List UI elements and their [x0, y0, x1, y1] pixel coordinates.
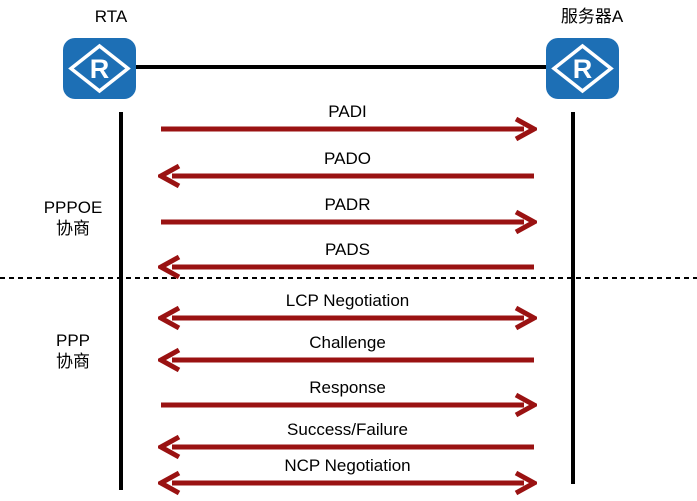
router-icon-rta: R [63, 38, 136, 99]
phase-label-pppoe: PPPOE 协商 [18, 197, 128, 239]
phase-label-line2: 协商 [56, 352, 90, 371]
arrowhead-right-icon [514, 470, 537, 496]
message-row: PADS [158, 239, 537, 280]
router-icon-server-a: R [546, 38, 619, 99]
message-label: LCP Negotiation [285, 291, 410, 310]
message-label: NCP Negotiation [284, 456, 411, 475]
router-icon-body [546, 38, 619, 99]
arrowhead-right-icon [514, 209, 537, 235]
router-icon-letter: R [573, 54, 593, 84]
message-label: PADS [324, 240, 371, 259]
message-row: Challenge [158, 332, 537, 373]
message-label: Success/Failure [287, 420, 408, 439]
lifeline-rta [119, 112, 123, 490]
message-label: PADI [328, 102, 367, 121]
message-row: Success/Failure [158, 419, 537, 460]
message-arrow [158, 434, 534, 460]
router-icon-diamond [551, 43, 614, 94]
message-label: PADO [324, 149, 371, 168]
arrowhead-left-icon [158, 254, 181, 280]
message-row: PADO [158, 148, 537, 189]
phase-label-line2: 协商 [56, 219, 90, 238]
message-row: NCP Negotiation [158, 455, 537, 496]
physical-link-line [136, 65, 546, 69]
arrowhead-left-icon [158, 163, 181, 189]
message-label: PADR [324, 195, 371, 214]
phase-label-line1: PPP [55, 331, 91, 350]
node-label-rta: RTA [94, 7, 128, 26]
message-arrow [158, 254, 534, 280]
phase-label-ppp: PPP 协商 [18, 330, 128, 372]
message-row: PADI [158, 101, 537, 142]
message-row: PADR [158, 194, 537, 235]
router-icon-letter: R [90, 54, 110, 84]
message-label: Challenge [309, 333, 386, 352]
message-arrow [158, 163, 534, 189]
phase-label-line1: PPPOE [43, 198, 103, 217]
message-row: LCP Negotiation [158, 290, 537, 331]
message-row: Response [158, 377, 537, 418]
message-arrow [158, 347, 534, 373]
message-arrow [158, 470, 537, 496]
arrowhead-left-icon [158, 347, 181, 373]
message-arrow [161, 392, 537, 418]
router-icon-diamond [68, 43, 131, 94]
message-label: Response [309, 378, 386, 397]
node-label-server-a: 服务器A [560, 7, 624, 26]
arrowhead-left-icon [158, 434, 181, 460]
router-icon-body [63, 38, 136, 99]
arrowhead-right-icon [514, 392, 537, 418]
lifeline-server-a [571, 112, 575, 484]
arrowhead-right-icon [514, 305, 537, 331]
message-arrow [158, 305, 537, 331]
message-arrow [161, 209, 537, 235]
arrowhead-right-icon [514, 116, 537, 142]
arrowhead-left-icon [158, 470, 181, 496]
arrowhead-left-icon [158, 305, 181, 331]
phase-divider-dashed-line [0, 277, 697, 279]
message-arrow [161, 116, 537, 142]
